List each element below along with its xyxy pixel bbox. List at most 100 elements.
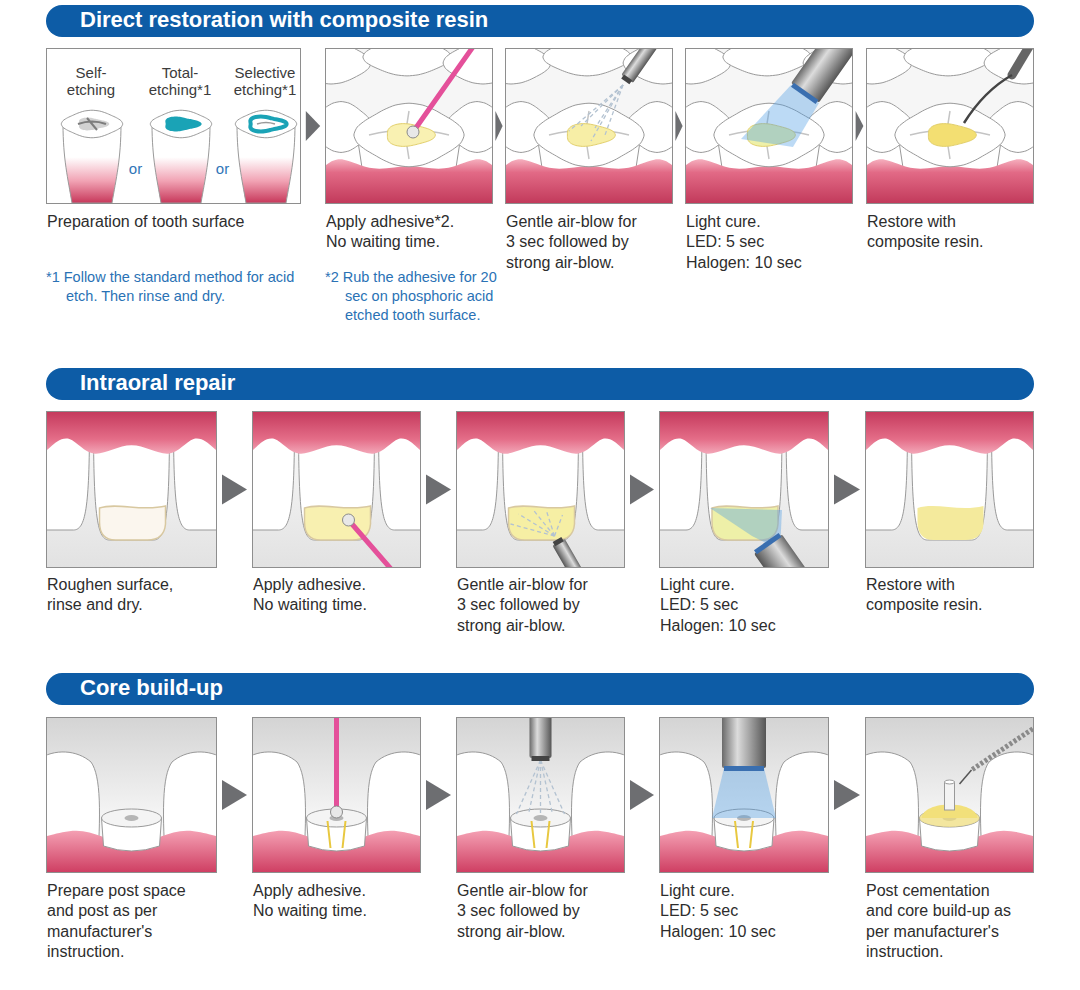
illustration-part	[553, 537, 564, 546]
illustration-part	[945, 780, 955, 784]
illustration-part	[511, 524, 555, 536]
illustration-part	[722, 718, 766, 771]
illustration-part	[660, 412, 828, 454]
step-panel: Light cure.LED: 5 secHalogen: 10 sec	[659, 411, 829, 568]
illustration-part	[530, 718, 552, 758]
illustration-part	[125, 815, 139, 821]
step-caption-holder: Roughen surface, rinse and dry.	[47, 575, 187, 616]
or-label: or	[125, 160, 146, 177]
illustration-part	[343, 514, 355, 526]
step-caption: Apply adhesive*2. No waiting time.	[326, 212, 460, 253]
step-caption: Light cure.	[660, 575, 800, 595]
illustration-part	[250, 117, 286, 132]
illustration-part	[918, 506, 984, 540]
step-caption-holder: Gentle air-blow for 3 sec followed by st…	[457, 881, 595, 942]
illustration-part	[605, 85, 623, 135]
section-band: Direct restoration with composite resin	[46, 5, 1034, 37]
step-arrow	[222, 475, 247, 505]
step-caption: LED: 5 sec	[660, 595, 800, 615]
illustration-part	[165, 117, 201, 132]
step-caption-holder: Prepare post space and post as per manuf…	[47, 881, 187, 962]
illustration-part	[920, 809, 980, 827]
illustration-part	[517, 760, 541, 814]
step-caption: Gentle air-blow for 3 sec followed by st…	[457, 881, 595, 942]
option-label: Total-etching*1	[144, 64, 216, 99]
step-caption: Preparation of tooth surface	[47, 212, 309, 232]
illustration-part	[257, 123, 275, 125]
illustration-part	[150, 110, 211, 138]
step-panel: Post cementation and core build-up as pe…	[865, 717, 1034, 873]
step-caption: Halogen: 10 sec	[660, 922, 800, 942]
illustration-part	[457, 412, 624, 454]
illustration-part	[920, 809, 980, 827]
illustration-part	[363, 49, 451, 76]
illustration-part	[387, 124, 435, 147]
step-caption-holder: Post cementation and core build-up as pe…	[866, 881, 1016, 962]
tooth-illustration	[866, 412, 1033, 567]
step-caption-holder: Gentle air-blow for 3 sec followed by st…	[506, 212, 644, 273]
illustration-part	[1012, 49, 1030, 75]
step-arrow	[856, 111, 864, 141]
section-title-holder: Intraoral repair	[46, 368, 1034, 398]
illustration-part	[547, 511, 555, 536]
footnote: *2 Rub the adhesive for 20 sec on phosph…	[325, 268, 497, 325]
step-caption: Prepare post space and post as per manuf…	[47, 881, 187, 962]
step-caption-holder: Light cure.LED: 5 secHalogen: 10 sec	[660, 575, 800, 636]
illustration-part	[334, 718, 339, 812]
illustration-part	[791, 49, 852, 103]
step-caption: Halogen: 10 sec	[686, 253, 826, 273]
tooth-illustration	[686, 49, 852, 203]
illustration-part	[413, 49, 475, 132]
illustration-part	[735, 821, 753, 848]
illustration-part	[789, 49, 852, 105]
step-panel: Restore with composite resin.	[865, 411, 1034, 568]
step-panel: Gentle air-blow for 3 sec followed by st…	[456, 411, 625, 568]
illustration-part	[533, 509, 555, 536]
option-label: Selective etching*1	[228, 64, 302, 99]
step-caption-holder: Restore with composite resin.	[867, 212, 1007, 253]
option-label: Self-etching	[56, 64, 126, 99]
illustration-part	[102, 809, 162, 827]
illustration-part	[904, 49, 992, 76]
illustration-part	[928, 124, 976, 147]
step-caption: Apply adhesive. No waiting time.	[253, 575, 387, 616]
step-panel: Prepare post space and post as per manuf…	[46, 717, 217, 873]
illustration-part	[354, 103, 464, 167]
illustration-part	[519, 514, 555, 536]
illustration-part	[541, 760, 565, 814]
illustration-part	[529, 760, 541, 814]
illustration-part	[541, 760, 553, 814]
step-panel: Gentle air-blow for 3 sec followed by st…	[456, 717, 625, 873]
illustration-part	[79, 118, 109, 131]
illustration-part	[532, 756, 550, 761]
step-caption: LED: 5 sec	[660, 901, 800, 921]
step-caption-holder: Light cure.LED: 5 secHalogen: 10 sec	[686, 212, 826, 273]
illustration-part	[972, 726, 1034, 770]
section-title: Core build-up	[80, 673, 1034, 703]
step-panel: Light cure.LED: 5 secHalogen: 10 sec	[685, 48, 853, 204]
illustration-part	[331, 806, 343, 818]
illustration-part	[960, 770, 972, 784]
illustration-part	[591, 85, 623, 141]
illustration-part	[61, 110, 122, 138]
tooth-illustration	[326, 49, 492, 203]
step-caption: Restore with composite resin.	[866, 575, 1006, 616]
step-arrow	[630, 780, 654, 810]
illustration-part	[253, 412, 420, 454]
step-caption-holder: Apply adhesive. No waiting time.	[253, 881, 387, 922]
step-panel: Restore with composite resin.	[866, 48, 1034, 204]
step-caption-holder: Restore with composite resin.	[866, 575, 1006, 616]
illustration-part	[47, 412, 216, 454]
step-caption-holder: Light cure.LED: 5 secHalogen: 10 sec	[660, 881, 800, 942]
section-title-holder: Core build-up	[46, 673, 1034, 703]
step-caption: Halogen: 10 sec	[660, 616, 800, 636]
section-band: Intraoral repair	[46, 368, 1034, 400]
tooth-illustration	[866, 718, 1033, 872]
illustration-part	[534, 815, 548, 821]
step-caption: Gentle air-blow for 3 sec followed by st…	[506, 212, 644, 273]
tooth-illustration	[47, 718, 216, 872]
illustration-part	[723, 49, 811, 76]
section-band: Core build-up	[46, 673, 1034, 705]
illustration-part	[722, 718, 766, 768]
illustration-part	[509, 506, 575, 540]
